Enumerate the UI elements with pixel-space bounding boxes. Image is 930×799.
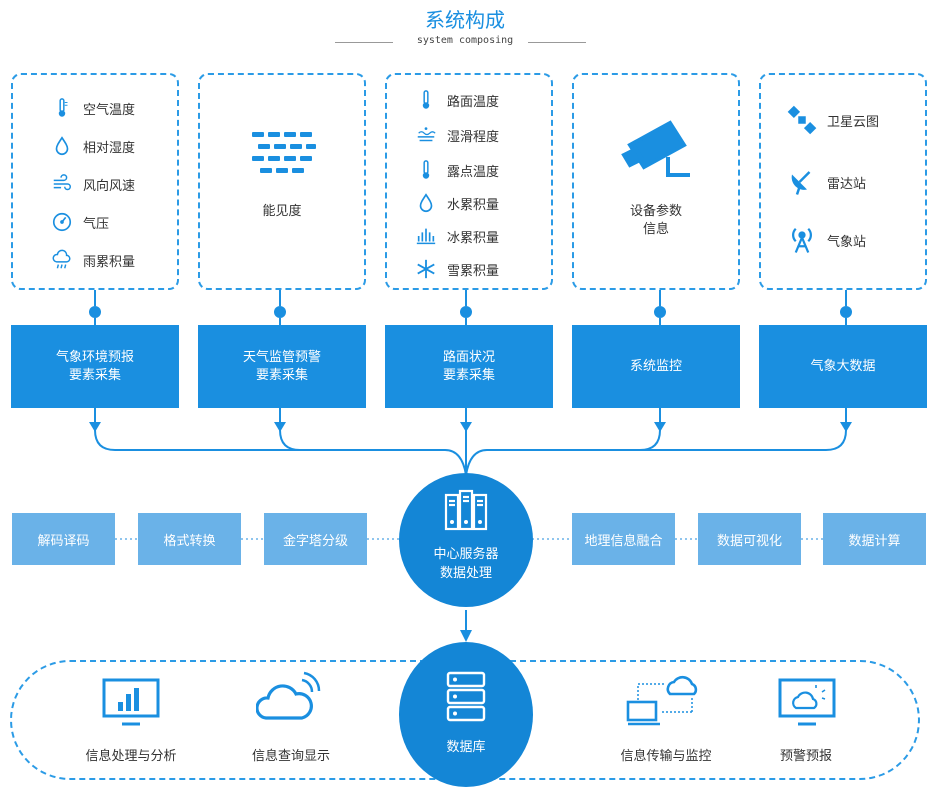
stem-3	[465, 290, 467, 306]
page-title: 系统构成	[425, 8, 505, 32]
snowflake-icon	[417, 259, 435, 279]
box-system-monitoring: 系统监控	[572, 325, 740, 408]
item-wind: 风向风速	[51, 173, 135, 195]
item-satellite: 卫星云图	[787, 105, 879, 135]
cloud-signal-icon	[256, 671, 321, 720]
satellite-icon	[787, 105, 817, 135]
stem-1b	[94, 318, 96, 325]
item-slipperiness: 湿滑程度	[415, 124, 499, 146]
arrow-col2	[274, 422, 286, 432]
central-server-node: 中心服务器 数据处理	[399, 473, 533, 607]
connector-dot-5	[840, 306, 852, 318]
weather-monitor-icon	[778, 678, 836, 726]
stem-3b	[465, 318, 467, 325]
box-weather-sensors: 空气温度 相对湿度 风向风速 气压 雨累积量	[11, 73, 179, 290]
item-dew-point: 露点温度	[415, 159, 499, 181]
database-icon	[446, 671, 486, 722]
title-divider-left	[335, 42, 393, 43]
stem-4b	[659, 318, 661, 325]
connector-col2	[279, 408, 445, 451]
database-label: 数据库	[446, 740, 486, 755]
step-data-computation: 数据计算	[823, 513, 926, 565]
box-weather-forecast-collection: 气象环境预报 要素采集	[11, 325, 179, 408]
item-radar: 雷达站	[787, 167, 866, 197]
item-ice-accumulation: 冰累积量	[415, 225, 499, 247]
radar-dish-icon	[791, 171, 811, 195]
stem-2b	[279, 318, 281, 325]
box-device-params: 设备参数 信息	[572, 73, 740, 290]
step-geo-fusion: 地理信息融合	[572, 513, 675, 565]
step-format-conversion: 格式转换	[138, 513, 241, 565]
box-big-data: 卫星云图 雷达站 气象站	[759, 73, 927, 290]
arrow-col4	[654, 422, 666, 432]
analytics-monitor-icon	[102, 678, 160, 726]
arrow-col5	[840, 422, 852, 432]
antenna-tower-icon	[792, 227, 812, 253]
arrow-col3	[460, 422, 472, 432]
item-road-temp: 路面温度	[415, 89, 499, 111]
box-weather-big-data: 气象大数据	[759, 325, 927, 408]
item-rainfall: 雨累积量	[51, 249, 135, 271]
box-road-sensors: 路面温度 湿滑程度 露点温度 水累积量 冰累积量 雪累积量	[385, 73, 553, 290]
camera-icon	[621, 120, 690, 177]
water-drop-icon	[419, 193, 433, 212]
stem-4	[659, 290, 661, 306]
gauge-icon	[52, 212, 72, 232]
wet-road-icon	[417, 127, 436, 142]
item-weather-station: 气象站	[787, 225, 866, 255]
title-divider-right	[528, 42, 586, 43]
item-humidity: 相对湿度	[51, 135, 135, 157]
step-pyramid-grading: 金字塔分级	[264, 513, 367, 565]
stem-2	[279, 290, 281, 306]
item-air-temp: 空气温度	[51, 97, 135, 119]
page-subtitle: system composing	[416, 35, 514, 46]
connector-col1	[94, 408, 467, 476]
warning-forecast-label: 预警预报	[779, 749, 832, 764]
step-data-visualization: 数据可视化	[698, 513, 801, 565]
stem-1	[94, 290, 96, 306]
connector-col5	[465, 408, 847, 476]
arrow-col1	[89, 422, 101, 432]
fog-icon	[252, 132, 316, 173]
stem-5b	[845, 318, 847, 325]
item-water-accumulation: 水累积量	[415, 192, 499, 214]
box-weather-warning-collection: 天气监管预警 要素采集	[198, 325, 366, 408]
connector-dot-3	[460, 306, 472, 318]
info-transmission-label: 信息传输与监控	[620, 749, 712, 764]
thermometer-icon	[58, 98, 68, 117]
connector-dot-1	[89, 306, 101, 318]
arrow-to-db	[460, 630, 472, 642]
wind-icon	[53, 174, 71, 191]
box-visibility: 能见度	[198, 73, 366, 290]
box-road-status-collection: 路面状况 要素采集	[385, 325, 553, 408]
water-drop-icon	[55, 136, 69, 155]
step-decoding: 解码译码	[12, 513, 115, 565]
database-node: 数据库	[399, 642, 533, 787]
info-query-label: 信息查询显示	[251, 749, 330, 764]
connector-dot-2	[274, 306, 286, 318]
item-pressure: 气压	[51, 211, 109, 233]
connector-col4	[487, 408, 661, 451]
info-analysis-label: 信息处理与分析	[85, 749, 177, 764]
connector-dot-4	[654, 306, 666, 318]
thermometer-icon	[422, 160, 430, 179]
server-rack-icon	[444, 489, 488, 531]
transmission-monitor-icon	[626, 675, 698, 726]
stem-5	[845, 290, 847, 306]
central-server-label: 中心服务器 数据处理	[433, 547, 499, 581]
visibility-label: 能见度	[262, 204, 302, 219]
item-snow-accumulation: 雪累积量	[415, 258, 499, 280]
rain-cloud-icon	[52, 249, 71, 269]
thermometer-icon	[422, 90, 430, 109]
ice-icon	[416, 228, 436, 245]
device-params-label: 设备参数 信息	[629, 204, 682, 237]
